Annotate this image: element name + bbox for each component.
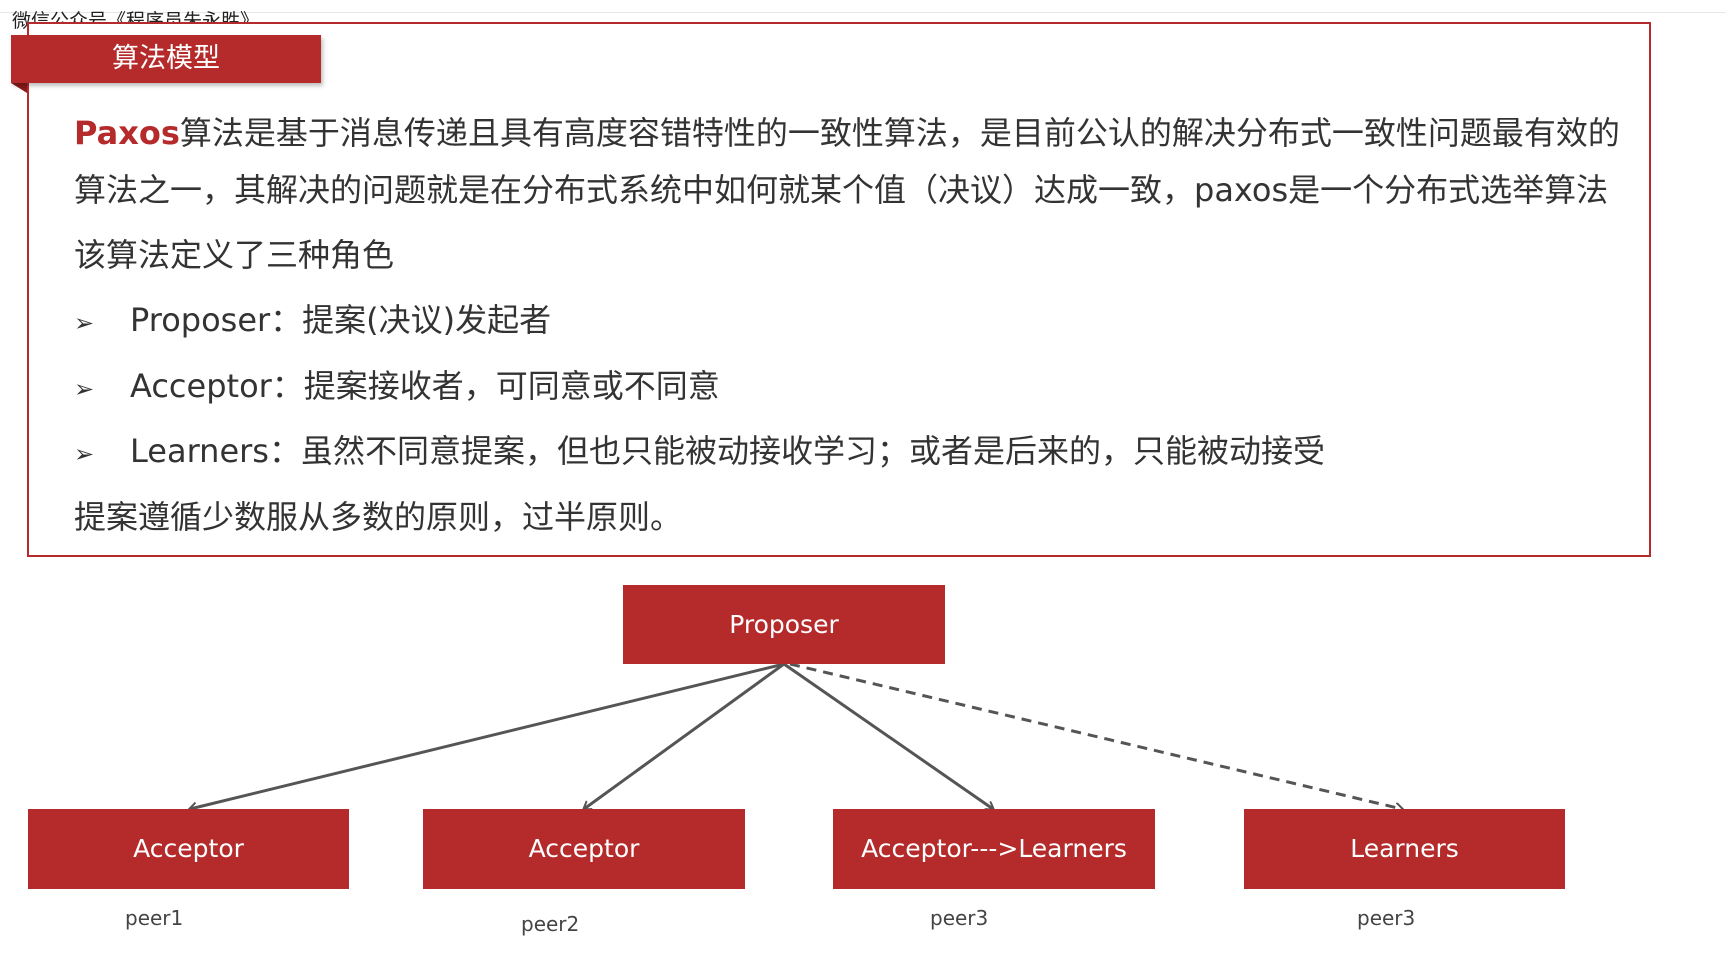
- node-learners-peer3: Learners: [1244, 809, 1565, 889]
- node-acceptor-learners-peer3: Acceptor--->Learners: [833, 809, 1155, 889]
- intro-line-3: 该算法定义了三种角色: [74, 236, 395, 274]
- majority-rule-text: 提案遵循少数服从多数的原则，过半原则。: [74, 498, 683, 536]
- intro-line-1: Paxos算法是基于消息传递且具有高度容错特性的一致性算法，是目前公认的解决分布…: [74, 113, 1620, 153]
- role-item-proposer: ➢ Proposer：提案(决议)发起者: [74, 300, 551, 343]
- role-item-acceptor: ➢ Acceptor：提案接收者，可同意或不同意: [74, 366, 720, 409]
- role-text: Learners：虽然不同意提案，但也只能被动接收学习；或者是后来的，只能被动接…: [130, 432, 1325, 470]
- peer-label-4: peer3: [1357, 906, 1416, 930]
- edge-proposer-learners-peer3: [789, 662, 1402, 809]
- intro-line-1-rest: 算法是基于消息传递且具有高度容错特性的一致性算法，是目前公认的解决分布式一致性问…: [179, 114, 1620, 152]
- peer-label-3: peer3: [930, 906, 989, 930]
- peer-label-2: peer2: [521, 912, 580, 936]
- peer-label-1: peer1: [125, 906, 184, 930]
- arrow-bullet-icon: ➢: [74, 375, 95, 403]
- role-text: Acceptor：提案接收者，可同意或不同意: [130, 367, 720, 405]
- arrow-bullet-icon: ➢: [74, 440, 95, 468]
- role-text: Proposer：提案(决议)发起者: [130, 301, 552, 339]
- section-tab-fold: [11, 83, 27, 93]
- top-divider: [0, 12, 1726, 13]
- edge-proposer-acceptor-learners-peer3: [783, 662, 993, 809]
- node-proposer: Proposer: [623, 585, 945, 664]
- content-panel: [27, 22, 1651, 557]
- edge-proposer-acceptor-peer1: [190, 662, 785, 809]
- node-acceptor-peer2: Acceptor: [423, 809, 745, 889]
- edge-proposer-acceptor-peer2: [584, 662, 785, 809]
- intro-line-2: 算法之一，其解决的问题就是在分布式系统中如何就某个值（决议）达成一致，paxos…: [74, 171, 1609, 209]
- role-item-learners: ➢ Learners：虽然不同意提案，但也只能被动接收学习；或者是后来的，只能被动…: [74, 431, 1325, 474]
- arrow-bullet-icon: ➢: [74, 309, 95, 337]
- node-acceptor-peer1: Acceptor: [28, 809, 349, 889]
- paxos-highlight: Paxos: [74, 114, 180, 152]
- section-title: 算法模型: [11, 35, 321, 83]
